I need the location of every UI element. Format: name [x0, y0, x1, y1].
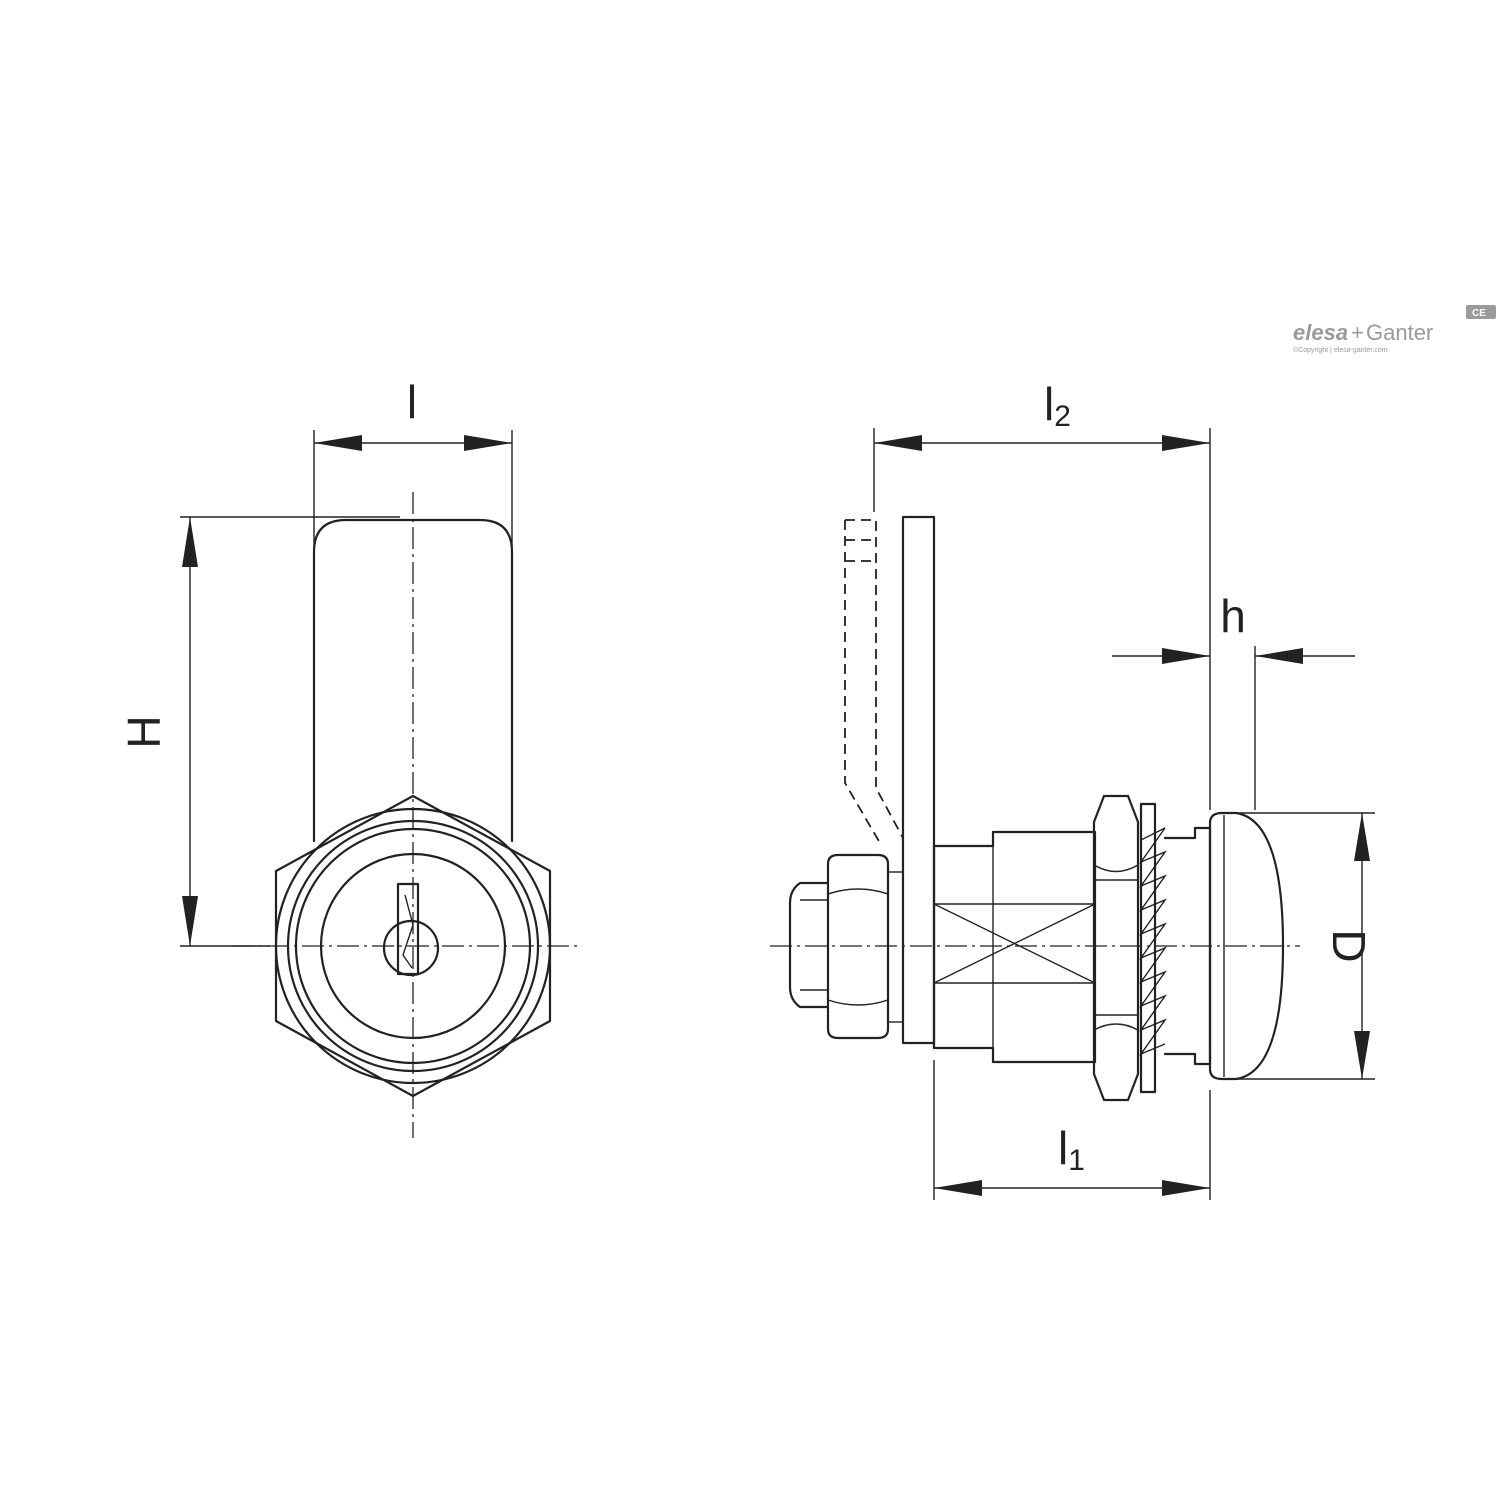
- brand-plus: +: [1351, 320, 1364, 345]
- cam-alt-position-inner: [844, 520, 881, 844]
- cam-alt-position: [845, 519, 904, 839]
- dim-H-arrow-top: [182, 517, 198, 567]
- screw-hex-facet-2: [827, 999, 889, 1006]
- mounting-nut: [1092, 794, 1140, 1102]
- dim-l2-arrow-right: [1162, 435, 1210, 451]
- dim-l-label: l: [407, 376, 417, 428]
- screw-hex-facet-1: [827, 888, 889, 895]
- brand-logo: elesa + Ganter ©Copyright | elesa-ganter…: [1293, 305, 1496, 354]
- dim-l2-subscript: 2: [1054, 400, 1071, 433]
- front-view: l H: [118, 376, 578, 1138]
- dim-l2-arrow-left: [874, 435, 922, 451]
- dim-l2-main: l: [1044, 378, 1054, 430]
- dim-D-arrow-top: [1354, 813, 1370, 861]
- lock-washer: [1139, 802, 1157, 1094]
- dim-l1-arrow-right: [1162, 1180, 1210, 1196]
- mounting-nut-facet-2: [1093, 1023, 1139, 1031]
- brand-name-elesa: elesa: [1293, 320, 1348, 345]
- mounting-nut-facet-1: [1093, 864, 1139, 873]
- keyhole-profile: [402, 894, 414, 969]
- dim-l1-label: l1: [1058, 1122, 1085, 1177]
- side-view: l2 h D l1: [770, 378, 1375, 1200]
- dim-l1-subscript: 1: [1068, 1144, 1085, 1177]
- lock-head: [1208, 811, 1285, 1081]
- dim-l-arrow-right: [464, 435, 512, 451]
- dim-h-label: h: [1220, 590, 1246, 642]
- ce-mark: CE: [1472, 308, 1486, 319]
- dim-l2-label: l2: [1044, 378, 1071, 433]
- screw-tip: [788, 881, 830, 1009]
- brand-copyright: ©Copyright | elesa-ganter.com: [1293, 346, 1388, 354]
- cylinder-body: [932, 830, 1097, 1064]
- dim-H-label: H: [118, 715, 170, 748]
- cam-plate: [901, 515, 936, 1045]
- dim-H-arrow-bottom: [182, 896, 198, 946]
- dim-l-arrow-left: [314, 435, 362, 451]
- dim-D-arrow-bottom: [1354, 1031, 1370, 1079]
- screw-hex-nut: [826, 853, 890, 1040]
- dim-D-label: D: [1323, 929, 1375, 962]
- brand-name-ganter: Ganter: [1366, 320, 1433, 345]
- dim-l1-main: l: [1058, 1122, 1068, 1174]
- dim-h-arrow-left: [1162, 648, 1210, 664]
- ce-mark-box: [1466, 305, 1496, 319]
- keyhole-slot: [396, 882, 420, 976]
- lock-washer-teeth: [1139, 827, 1167, 1056]
- dim-l1-arrow-left: [934, 1180, 982, 1196]
- dim-h-arrow-right: [1255, 648, 1303, 664]
- cylinder-cross-2: [933, 903, 1096, 984]
